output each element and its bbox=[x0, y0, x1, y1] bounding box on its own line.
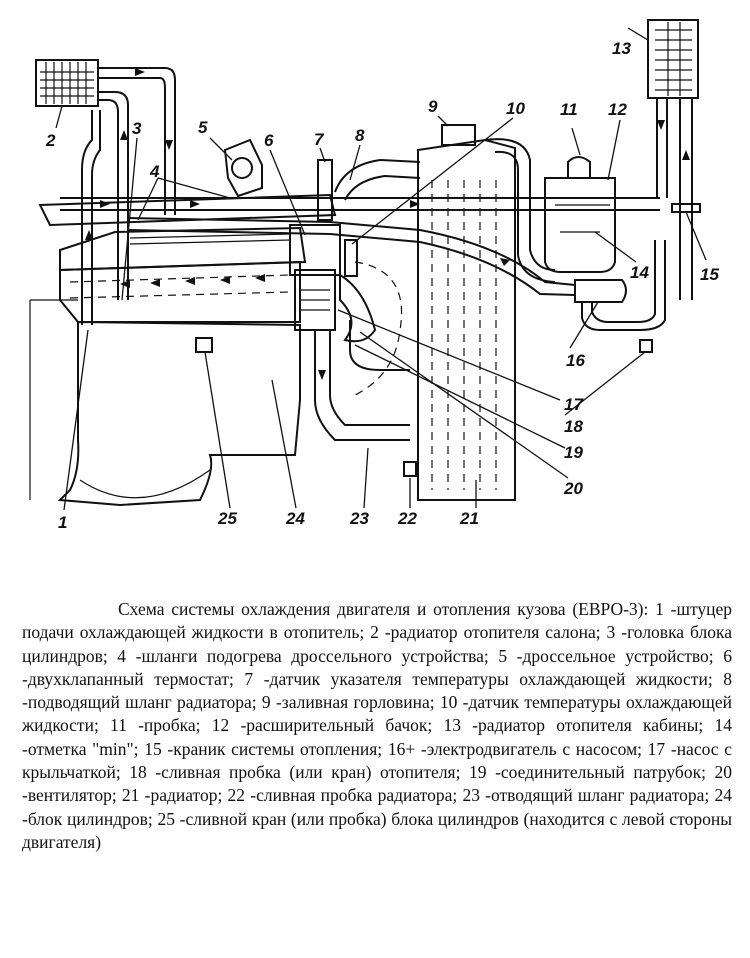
callout-1: 1 bbox=[58, 513, 67, 532]
temperature-gauge-sensor bbox=[317, 159, 333, 221]
throttle-body-flap bbox=[231, 157, 253, 179]
callout-17: 17 bbox=[564, 395, 584, 414]
electric-pump bbox=[574, 279, 627, 303]
heater-hose-upper bbox=[98, 67, 176, 215]
cylinder-block bbox=[57, 320, 301, 507]
callout-19: 19 bbox=[564, 443, 583, 462]
connecting-pipe bbox=[349, 320, 410, 371]
block-drain-cock bbox=[195, 337, 213, 353]
heater-hose-lower-inner bbox=[98, 99, 119, 300]
cab-arrow-down bbox=[657, 120, 665, 130]
callout-14: 14 bbox=[630, 263, 649, 282]
return-arrow bbox=[318, 370, 326, 380]
callout-2: 2 bbox=[45, 131, 56, 150]
oil-pan bbox=[79, 469, 211, 499]
cooling-fan bbox=[339, 273, 377, 343]
callout-24: 24 bbox=[285, 509, 305, 528]
callout-4: 4 bbox=[149, 162, 160, 181]
callout-7: 7 bbox=[314, 130, 325, 149]
expansion-tank-cap bbox=[567, 156, 591, 179]
callout-16: 16 bbox=[566, 351, 585, 370]
feed-hose bbox=[91, 110, 101, 325]
callout-13: 13 bbox=[612, 39, 631, 58]
radiator-supply-hose bbox=[127, 217, 576, 286]
callout-12: 12 bbox=[608, 100, 627, 119]
radiator-inlet-hose bbox=[334, 158, 421, 193]
callout-labels: 1 2 3 4 5 6 7 8 9 10 11 12 13 14 15 16 1… bbox=[45, 39, 719, 532]
callout-15: 15 bbox=[700, 265, 719, 284]
callout-20: 20 bbox=[563, 479, 583, 498]
filler-neck bbox=[441, 124, 476, 146]
radiator-return-hose-inner bbox=[329, 330, 410, 426]
valve-cover bbox=[59, 226, 307, 272]
callout-11: 11 bbox=[560, 100, 578, 119]
callout-23: 23 bbox=[349, 509, 369, 528]
callout-10: 10 bbox=[506, 99, 525, 118]
callout-6: 6 bbox=[264, 131, 274, 150]
cab-heater-fins bbox=[655, 22, 692, 96]
throttle-body bbox=[223, 138, 263, 198]
thermostat-housing bbox=[289, 224, 341, 276]
valve-cover-hatch bbox=[129, 233, 291, 245]
pump-impeller bbox=[300, 289, 330, 311]
cylinder-head-jacket bbox=[69, 274, 291, 299]
leader-lines bbox=[55, 27, 707, 511]
radiator-core bbox=[431, 180, 497, 490]
diagram-caption: Схема системы охлаждения двигателя и ото… bbox=[22, 599, 732, 852]
pump-outlet-hose-inner bbox=[591, 240, 656, 323]
pump-outlet-hose bbox=[581, 240, 666, 331]
callout-3: 3 bbox=[132, 119, 142, 138]
coolant-temp-sensor bbox=[344, 239, 358, 277]
radiator-supply-hose-inner bbox=[127, 229, 576, 296]
cab-heater-radiator bbox=[647, 19, 699, 99]
radiator-inlet-hose-inner bbox=[344, 174, 421, 201]
cylinder-head bbox=[59, 260, 301, 323]
head-flow-arrows bbox=[120, 274, 265, 288]
callout-21: 21 bbox=[459, 509, 479, 528]
callout-9: 9 bbox=[428, 97, 438, 116]
heater-tap bbox=[671, 203, 701, 213]
hose-flow-arrows bbox=[85, 68, 510, 266]
radiator-overflow-tube-inner bbox=[494, 150, 556, 283]
heater-radiator-fins bbox=[40, 62, 94, 104]
radiator bbox=[417, 138, 516, 501]
cab-arrow-up bbox=[682, 150, 690, 160]
cabin-heater-radiator bbox=[35, 59, 99, 107]
expansion-tank bbox=[544, 177, 616, 273]
radiator-drain-plug bbox=[403, 461, 417, 477]
heater-drain-plug bbox=[639, 339, 653, 353]
radiator-return-hose bbox=[314, 330, 410, 441]
callout-18: 18 bbox=[564, 417, 583, 436]
cooling-system-diagram: 1 2 3 4 5 6 7 8 9 10 11 12 13 14 15 16 1… bbox=[29, 19, 719, 532]
feed-hose-inner bbox=[81, 110, 93, 325]
callout-22: 22 bbox=[397, 509, 417, 528]
callout-5: 5 bbox=[198, 118, 208, 137]
heater-hose-lower bbox=[98, 91, 129, 300]
callout-25: 25 bbox=[217, 509, 237, 528]
engine-left-edge bbox=[29, 299, 78, 500]
heater-hose-upper-inner bbox=[98, 77, 166, 215]
callout-8: 8 bbox=[355, 126, 365, 145]
fan-shroud bbox=[354, 261, 403, 396]
radiator-overflow-tube bbox=[484, 138, 556, 271]
